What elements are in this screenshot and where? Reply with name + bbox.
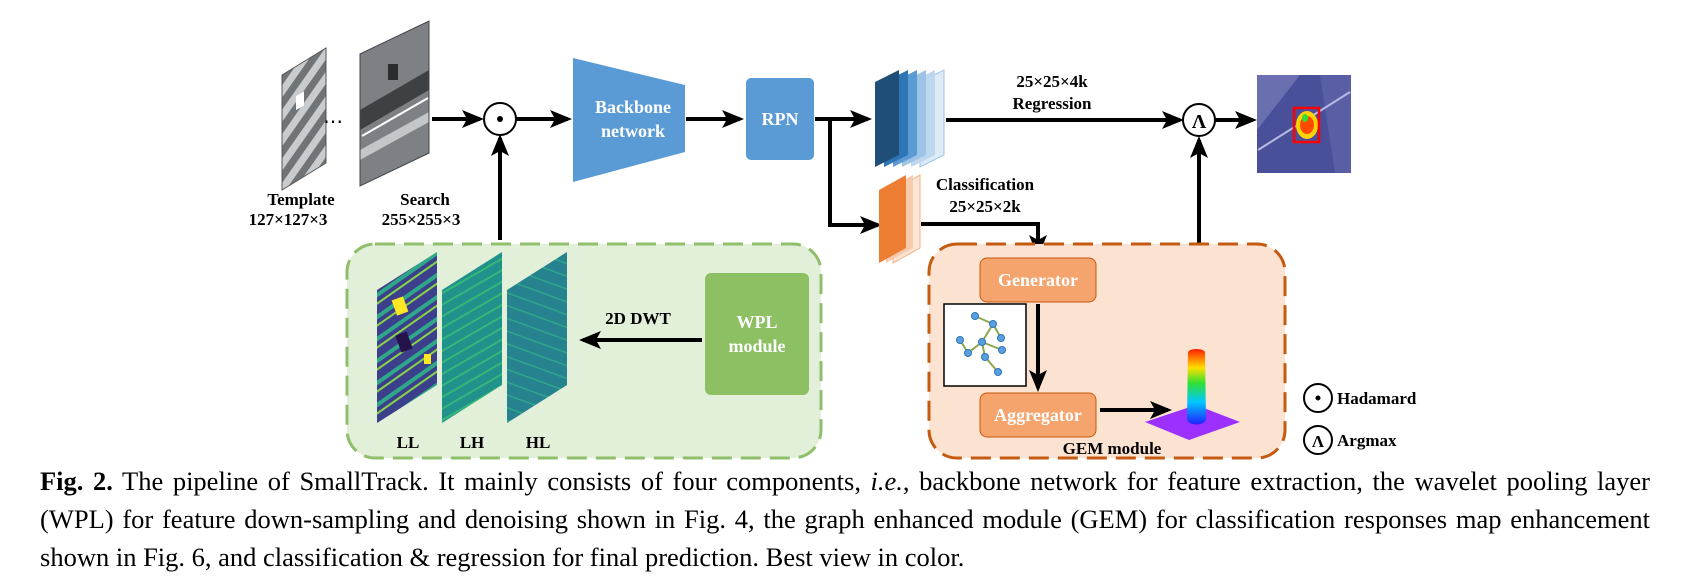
generator-block: [979, 257, 1097, 303]
legend-argmax-label: Argmax: [1337, 431, 1397, 450]
response-map-peak: [1145, 349, 1240, 440]
caption-ie: i.e.: [870, 466, 903, 496]
classification-feature-maps: [879, 174, 921, 264]
arrow-to-classification-maps: [828, 119, 882, 234]
arrow-classification-to-generator: [921, 222, 1047, 257]
caption-text-2: , backbone network for feature extractio…: [40, 466, 1650, 572]
subband-lh-label: LH: [460, 433, 485, 452]
ellipsis: ⋯: [323, 109, 343, 133]
template-size: 127×127×3: [249, 210, 328, 229]
search-size: 255×255×3: [382, 210, 461, 229]
template-image: [281, 47, 327, 191]
subband-ll-image: [377, 252, 437, 423]
subband-hl-label: HL: [526, 433, 551, 452]
template-label: Template: [267, 190, 335, 209]
search-image: [359, 20, 430, 187]
argmax-symbol: Λ: [1192, 111, 1207, 133]
generator-label: Generator: [998, 270, 1078, 290]
classification-label: Classification: [936, 175, 1035, 194]
wpl-module-block: [705, 273, 809, 395]
aggregator-block: [979, 392, 1097, 438]
rpn-label: RPN: [762, 109, 799, 129]
caption-text-1: The pipeline of SmallTrack. It mainly co…: [112, 466, 871, 496]
regression-label: Regression: [1012, 94, 1092, 113]
legend-argmax-icon: [1303, 425, 1333, 455]
search-label: Search: [400, 190, 450, 209]
subband-ll-label: LL: [397, 433, 420, 452]
wpl-module-line1: WPL: [736, 312, 777, 332]
regression-feature-maps: [875, 69, 945, 168]
figure-caption: Fig. 2. The pipeline of SmallTrack. It m…: [40, 462, 1650, 576]
graph-icon: [943, 303, 1027, 387]
regression-size: 25×25×4k: [1016, 72, 1088, 91]
gem-module-label: GEM module: [1063, 439, 1162, 458]
legend-hadamard-label: Hadamard: [1337, 389, 1417, 408]
dwt-label: 2D DWT: [605, 309, 671, 328]
classification-size: 25×25×2k: [949, 197, 1021, 216]
output-heatmap-image: [1257, 75, 1351, 173]
backbone-label-line2: network: [601, 121, 665, 141]
tracking-box: [1292, 106, 1321, 144]
subband-lh-image: [442, 252, 502, 423]
subband-hl-image: [507, 252, 567, 423]
rpn-block: [746, 78, 814, 160]
wpl-module-line2: module: [728, 336, 785, 356]
figure-number: Fig. 2.: [40, 466, 113, 496]
backbone-label-line1: Backbone: [595, 97, 671, 117]
aggregator-label: Aggregator: [994, 405, 1082, 425]
legend-argmax-symbol: Λ: [1312, 432, 1325, 451]
pipeline-diagram: ⋯ Template 127×127×3 Search 255×255×3 Ba…: [249, 20, 1417, 460]
backbone-network: [573, 58, 685, 182]
